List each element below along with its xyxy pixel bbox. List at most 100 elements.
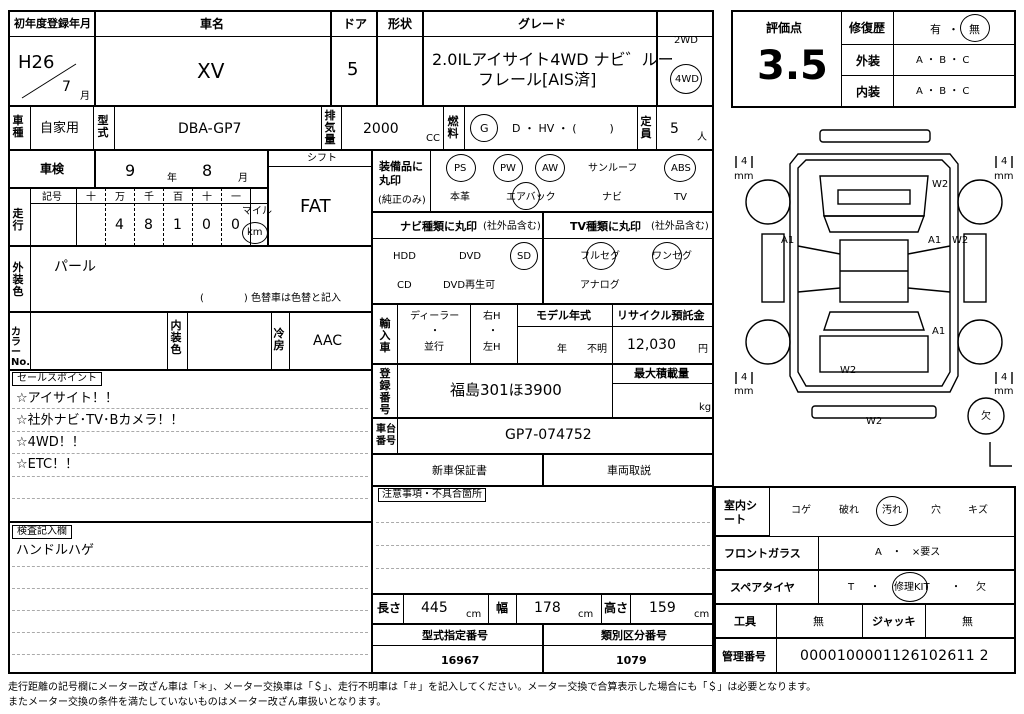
inspector-cell (8, 522, 372, 674)
sales-cell (8, 370, 372, 522)
divider (167, 312, 168, 370)
footer-line1: 走行距離の記号欄にメーター改ざん車は「＊」、メーター交換車は「＄」、走行不明車は… (8, 682, 817, 693)
tire-depth-fl: 4 (741, 156, 748, 167)
import-label: 輸入車 (379, 317, 391, 354)
recycle-value: 12,030 (627, 337, 676, 353)
glass-value: A ・ ×要ス (875, 547, 941, 558)
inspection-value-cell (95, 150, 268, 188)
divider (637, 106, 638, 150)
glass-label: フロントガラス (724, 547, 801, 560)
mileage-digit: 0 (202, 217, 211, 233)
import-lh: 左H (483, 342, 501, 353)
class-no-value: 1079 (616, 654, 647, 667)
import-rh: 右H (483, 311, 501, 322)
length-label: 長さ (377, 601, 402, 615)
first-reg-era: H26 (18, 52, 55, 73)
seat-yabure: 破れ (839, 505, 859, 516)
shape-label: 形状 (388, 17, 413, 31)
spare-dot: ・ (870, 582, 880, 593)
tv-fullseg: フルセグ (580, 251, 620, 262)
interior-label: 内装 (856, 85, 881, 99)
missing-mark: 欠 (981, 411, 991, 422)
divider (516, 594, 517, 624)
mark-4: W2 (952, 235, 969, 246)
mgmt-value: 0000100001126102611 2 (800, 648, 989, 664)
interior-color-label: 内装色 (170, 319, 182, 356)
import-dealer: ディーラー (410, 311, 460, 322)
notes-label: 注意事項・不具合箇所 (378, 488, 486, 502)
exterior-grades: A ・ B ・ C (916, 55, 970, 66)
airbag-circle (512, 182, 540, 210)
grade-cell (423, 10, 657, 106)
model-year-unit: 年 (557, 344, 567, 355)
doors-value: 5 (347, 59, 359, 80)
divider (470, 304, 471, 364)
divider (430, 150, 431, 212)
use-label: 車種 (12, 114, 24, 139)
writing-line (12, 408, 368, 409)
seat-koge: コゲ (791, 505, 811, 516)
writing-line (12, 588, 368, 589)
grade-label: グレード (518, 17, 567, 31)
diagonal-line (21, 63, 77, 99)
divider (612, 383, 714, 384)
divider (93, 106, 94, 150)
tire-mm-fl: mm (734, 171, 754, 182)
kg-unit: kg (699, 402, 712, 413)
divider (397, 418, 398, 454)
mileage-digit: 1 (173, 217, 182, 233)
navi-dvd-play: DVD再生可 (443, 280, 496, 291)
shift-cell (268, 150, 372, 246)
mileage-divider (192, 188, 193, 246)
divider (403, 594, 404, 624)
first-reg-label: 初年度登録年月 (14, 17, 91, 30)
mileage-place-label: 一 (231, 192, 241, 203)
fuel-g: G (480, 122, 489, 135)
drive-4wd: 4WD (675, 74, 699, 85)
divider (612, 364, 613, 418)
inspection-label: 車検 (40, 162, 65, 176)
navi-sd: SD (517, 251, 532, 262)
mileage-place-label: 万 (115, 192, 125, 203)
mile-label: マイル (242, 206, 272, 217)
registration-label: 登録番号 (379, 367, 391, 416)
fuel-label: 燃料 (447, 115, 459, 140)
warranty-cell (372, 454, 543, 486)
color-label: 外装色 (12, 261, 24, 298)
writing-line (12, 453, 368, 454)
writing-line (12, 610, 368, 611)
seat-label-cell (714, 486, 770, 536)
mark-7: W2 (866, 416, 883, 427)
divider (341, 106, 342, 150)
mileage-place-label: 十 (202, 192, 212, 203)
type-no-value: 16967 (441, 654, 480, 667)
repair-label: 修復歴 (849, 21, 886, 35)
mileage-label: 走行 (12, 207, 24, 232)
writing-line (12, 632, 368, 633)
car-diagram (735, 129, 1013, 467)
aw-circle (535, 154, 565, 182)
km-label: km (247, 227, 263, 238)
divider (114, 106, 115, 150)
pw-circle (493, 154, 523, 182)
writing-line (12, 475, 368, 477)
divider (397, 364, 398, 418)
abs-circle (664, 154, 696, 182)
oneseg-circle (652, 242, 682, 270)
divider (30, 106, 31, 150)
tire-mm-fr: mm (994, 171, 1014, 182)
navi-dvd: DVD (459, 251, 482, 262)
km-circle (242, 222, 268, 244)
row2 (8, 106, 714, 150)
spare-kit-circle (892, 572, 928, 602)
evaluation-box (731, 10, 1016, 108)
equip-pw: PW (500, 163, 516, 174)
divider (776, 638, 777, 674)
first-reg-month-unit: 月 (80, 91, 90, 102)
equip-airbag: エアバック (506, 192, 556, 203)
shift-value: FAT (300, 196, 331, 217)
sales-point-1: ☆アイサイト！！ (16, 391, 119, 406)
drive-2wd: 2WD (674, 35, 698, 46)
chassis-cell (372, 418, 714, 454)
divider (841, 10, 842, 108)
